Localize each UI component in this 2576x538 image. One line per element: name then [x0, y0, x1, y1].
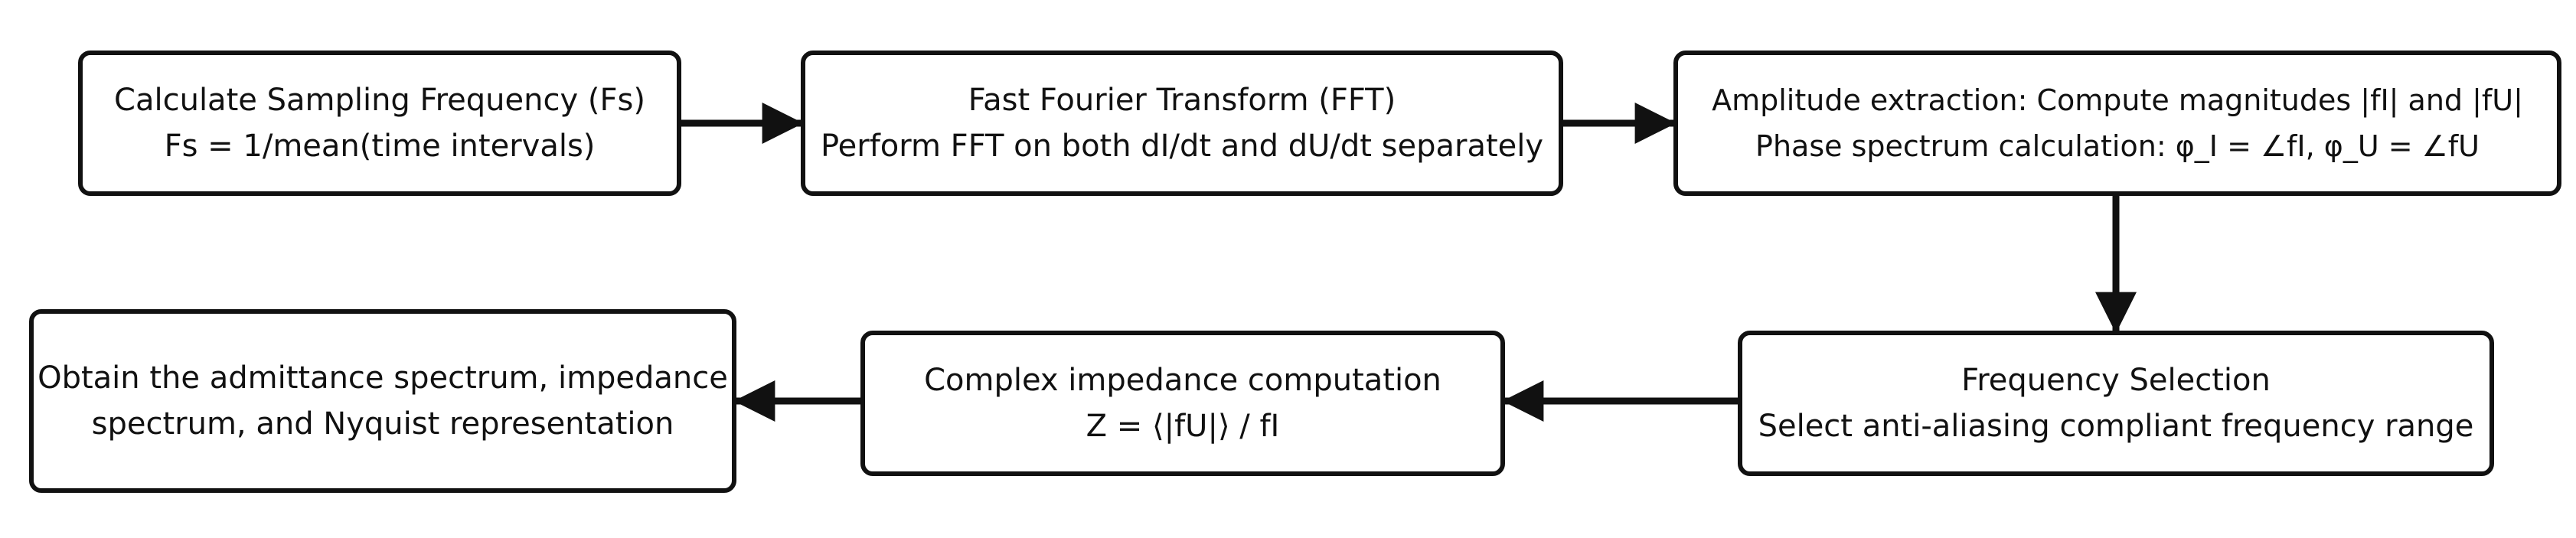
- node-frequency-selection: Frequency Selection Select anti-aliasing…: [1738, 331, 2494, 476]
- node-fast-fourier-transform: Fast Fourier Transform (FFT) Perform FFT…: [801, 51, 1563, 196]
- node-title: Calculate Sampling Frequency (Fs): [114, 83, 645, 118]
- node-formula: Z = ⟨|fU|⟩ / fI: [1086, 409, 1280, 444]
- node-title: Complex impedance computation: [924, 363, 1441, 398]
- node-title: Frequency Selection: [1961, 363, 2271, 398]
- node-complex-impedance-computation: Complex impedance computation Z = ⟨|fU|⟩…: [860, 331, 1505, 476]
- node-description: Select anti-aliasing compliant frequency…: [1758, 409, 2474, 444]
- node-formula: Fs = 1/mean(time intervals): [164, 129, 596, 164]
- node-obtain-spectra: Obtain the admittance spectrum, impedanc…: [29, 309, 736, 493]
- node-amplitude-line: Amplitude extraction: Compute magnitudes…: [1712, 83, 2523, 117]
- node-title: Fast Fourier Transform (FFT): [968, 83, 1396, 118]
- node-amplitude-phase-extraction: Amplitude extraction: Compute magnitudes…: [1673, 51, 2561, 196]
- node-line-2: spectrum, and Nyquist representation: [91, 406, 674, 442]
- node-phase-line: Phase spectrum calculation: φ_I = ∠fI, φ…: [1755, 129, 2480, 163]
- node-description: Perform FFT on both dI/dt and dU/dt sepa…: [820, 129, 1544, 164]
- node-calculate-sampling-frequency: Calculate Sampling Frequency (Fs) Fs = 1…: [78, 51, 681, 196]
- node-line-1: Obtain the admittance spectrum, impedanc…: [38, 360, 728, 396]
